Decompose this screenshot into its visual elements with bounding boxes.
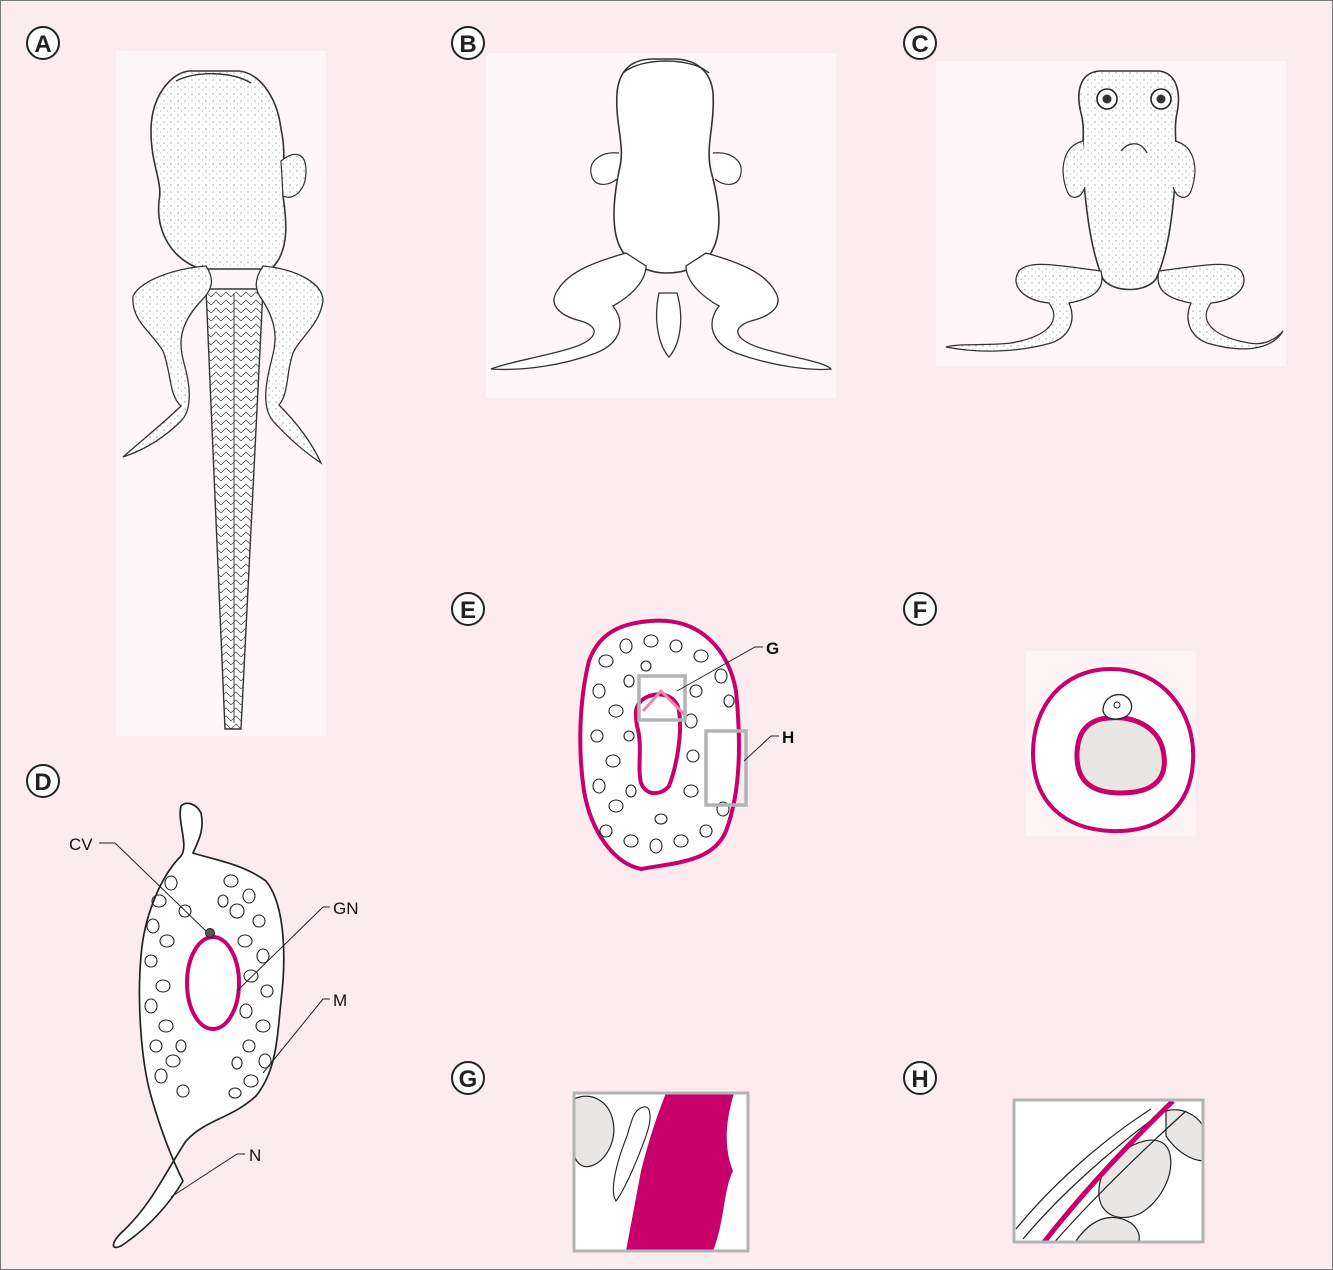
svg-text:C: C	[911, 31, 928, 58]
panel-b-froglet	[486, 53, 836, 398]
callout-n: N	[249, 1146, 261, 1165]
svg-text:E: E	[460, 597, 476, 624]
panel-badge-b: B	[452, 27, 484, 59]
callout-g: G	[766, 639, 779, 658]
panel-d-tail-section	[99, 803, 330, 1247]
svg-text:F: F	[913, 597, 928, 624]
panel-a-tadpole	[116, 51, 326, 736]
panel-badge-c: C	[904, 27, 936, 59]
panel-badge-d: D	[27, 765, 59, 797]
panel-badge-f: F	[904, 593, 936, 625]
panel-badge-a: A	[27, 27, 59, 59]
callout-gn: GN	[333, 899, 359, 918]
panel-e-tail-section	[580, 621, 779, 869]
svg-text:H: H	[911, 1066, 928, 1093]
svg-text:G: G	[459, 1066, 478, 1093]
callout-cv: CV	[69, 835, 93, 854]
svg-text:D: D	[34, 769, 51, 796]
panel-badge-h: H	[904, 1062, 936, 1094]
svg-text:A: A	[34, 31, 51, 58]
callout-h: H	[782, 728, 794, 747]
panel-badge-e: E	[452, 593, 484, 625]
panel-h-inset	[1014, 1100, 1205, 1246]
panel-c-frog	[936, 61, 1286, 366]
svg-text:B: B	[459, 31, 476, 58]
callout-m: M	[333, 991, 347, 1010]
panel-badge-g: G	[452, 1062, 484, 1094]
notochord-sheath-d	[187, 937, 239, 1029]
panel-f-section	[1026, 651, 1196, 836]
panel-g-inset	[574, 1093, 748, 1251]
